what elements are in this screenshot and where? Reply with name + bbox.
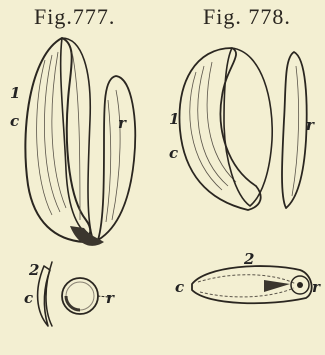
fig-777-drawing: 1 c r 2 c r: [10, 38, 135, 326]
fig-778-label-1: 1: [169, 110, 179, 128]
fig-777-label-1: 1: [10, 84, 20, 102]
fig-778-drawing: 1 c r 2 c r: [169, 48, 321, 303]
fig-778-pod-1: [224, 48, 272, 206]
fig-778-pod-c: [179, 48, 260, 210]
fig-777-label-c2: c: [24, 289, 33, 307]
fig-777-pod-r: [98, 76, 135, 240]
fig-777-pod-c: [25, 38, 90, 242]
fig-778-label-r: r: [306, 116, 315, 134]
fig-777-label-r2: r: [106, 289, 115, 307]
fig-778-pod-r: [282, 52, 307, 208]
fig-778-label-r2: r: [312, 278, 321, 296]
fig-778-section: [192, 266, 312, 303]
fig-778-label-c2: c: [175, 278, 184, 296]
fig-777-label-r: r: [118, 114, 127, 132]
fig-778-label-2: 2: [243, 250, 254, 268]
fig-777-label-2: 2: [28, 261, 39, 279]
fig-777-label-c: c: [10, 112, 19, 130]
fig-777-section: [38, 262, 108, 326]
fig-778-label-c: c: [169, 144, 178, 162]
